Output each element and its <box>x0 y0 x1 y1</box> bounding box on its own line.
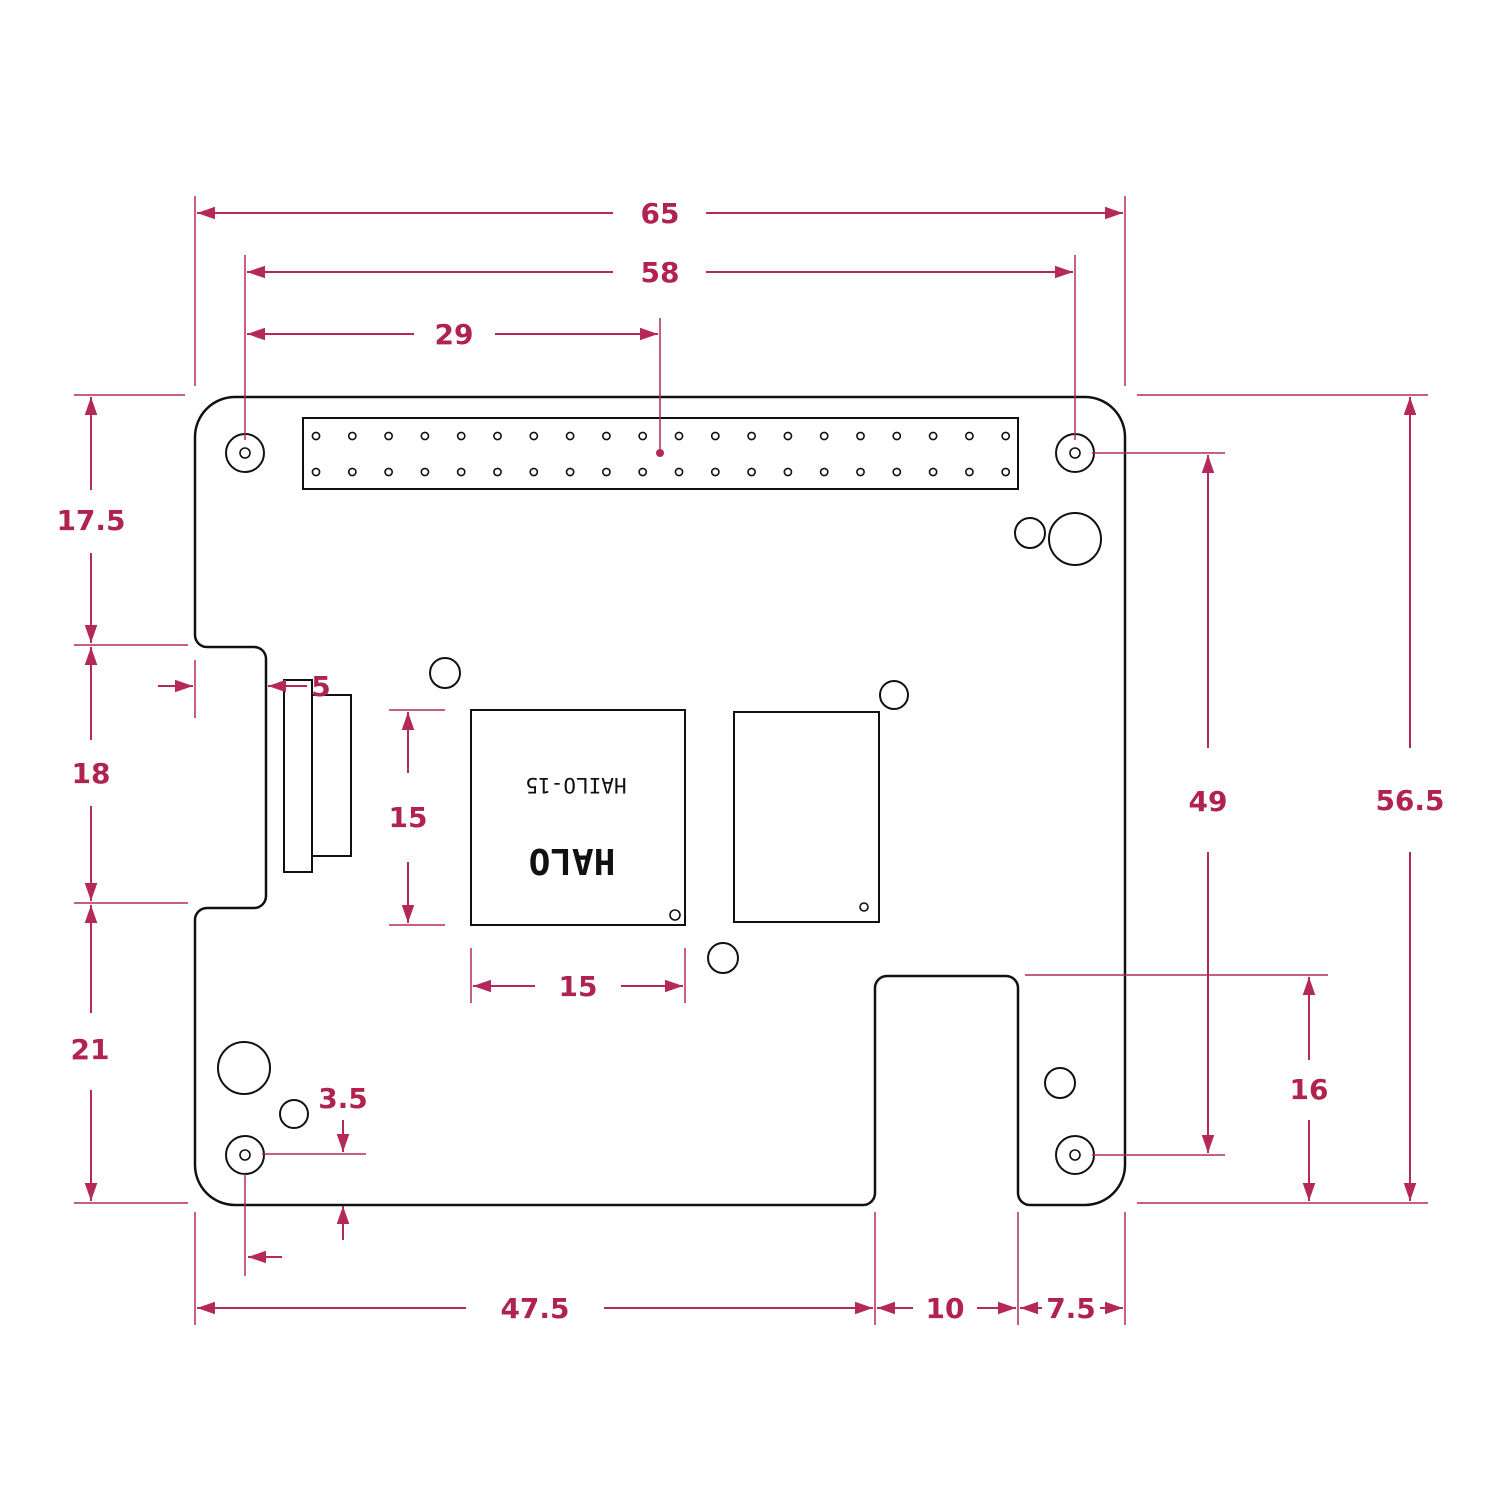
gpio-pin <box>892 431 902 441</box>
gpio-pin <box>529 467 539 477</box>
gpio-pin <box>420 431 430 441</box>
dim-mount-offset-bottom: 21 <box>71 1033 110 1066</box>
gpio-pin <box>638 467 648 477</box>
fiducial-top-right-large <box>1048 512 1102 566</box>
dim-notch-width: 10 <box>926 1292 965 1325</box>
mount-hole-bottom-right <box>1055 1135 1095 1175</box>
dim-chip-height: 15 <box>389 801 428 834</box>
fiducial-bottom-left-small <box>279 1099 309 1129</box>
dim-mount-spacing-y: 49 <box>1189 785 1228 818</box>
side-connector-body <box>310 694 352 857</box>
dim-overall-width: 65 <box>641 197 680 230</box>
dim-header-center: 29 <box>435 318 474 351</box>
gpio-pin <box>747 467 756 477</box>
gpio-pin <box>783 431 793 441</box>
extension-lines <box>74 196 1428 1325</box>
memory-chip <box>733 711 880 923</box>
gpio-pin <box>928 431 938 441</box>
gpio-pin <box>565 467 575 477</box>
fiducial-bottom-left-large <box>217 1041 271 1095</box>
gpio-pin <box>311 467 321 477</box>
gpio-pin <box>493 431 502 441</box>
gpio-pin <box>347 431 357 441</box>
fiducial-below-chip <box>707 942 739 974</box>
gpio-pin <box>493 467 502 477</box>
chip-brand-label: HALO <box>529 840 616 881</box>
gpio-pin <box>965 431 974 441</box>
side-connector-front <box>283 679 313 873</box>
gpio-pin <box>347 467 357 477</box>
hailo-chip <box>470 709 686 926</box>
dim-mount-offset-top: 17.5 <box>56 504 125 537</box>
gpio-pin <box>384 467 393 477</box>
gpio-pin <box>602 467 611 477</box>
gpio-pin <box>674 431 684 441</box>
gpio-pin <box>1001 467 1011 477</box>
gpio-pin <box>384 431 393 441</box>
gpio-pin <box>965 467 974 477</box>
fiducial-bottom-right <box>1044 1067 1076 1099</box>
gpio-pin <box>420 467 430 477</box>
gpio-pin <box>456 431 466 441</box>
gpio-pin <box>710 431 720 441</box>
dim-overall-height: 56.5 <box>1375 784 1444 817</box>
gpio-pin <box>783 467 793 477</box>
gpio-pin <box>747 431 756 441</box>
dim-notch-height: 16 <box>1290 1073 1329 1106</box>
gpio-pin <box>710 467 720 477</box>
gpio-pin <box>892 467 902 477</box>
dim-hole-offset: 3.5 <box>318 1082 368 1115</box>
gpio-pin <box>638 431 648 441</box>
mount-hole-bottom-left <box>225 1135 265 1175</box>
chip-pin1-marker <box>669 909 681 921</box>
gpio-pin <box>529 431 539 441</box>
dim-chip-width: 15 <box>559 970 598 1003</box>
gpio-pin <box>819 431 829 441</box>
fiducial-center-left <box>429 657 461 689</box>
header-center-point <box>656 449 664 457</box>
gpio-pin <box>311 431 321 441</box>
dim-cutout-depth: 5 <box>311 670 330 703</box>
gpio-pin <box>928 467 938 477</box>
dim-cutout-height: 18 <box>72 757 111 790</box>
gpio-pin <box>856 467 865 477</box>
gpio-pins <box>311 431 1011 477</box>
gpio-pin <box>674 467 684 477</box>
gpio-pin <box>1001 431 1011 441</box>
dim-mount-spacing-x: 58 <box>641 256 680 289</box>
fiducial-center-right <box>879 680 909 710</box>
gpio-pin <box>602 431 611 441</box>
dim-notch-offset-right: 7.5 <box>1046 1292 1096 1325</box>
gpio-pin <box>856 431 865 441</box>
memory-pin1-marker <box>859 902 869 912</box>
fiducial-top-right-small <box>1014 517 1046 549</box>
gpio-pin <box>456 467 466 477</box>
dim-notch-position-x: 47.5 <box>500 1292 569 1325</box>
gpio-pin <box>819 467 829 477</box>
gpio-pin <box>565 431 575 441</box>
chip-model-label: HAILO-15 <box>525 773 626 797</box>
